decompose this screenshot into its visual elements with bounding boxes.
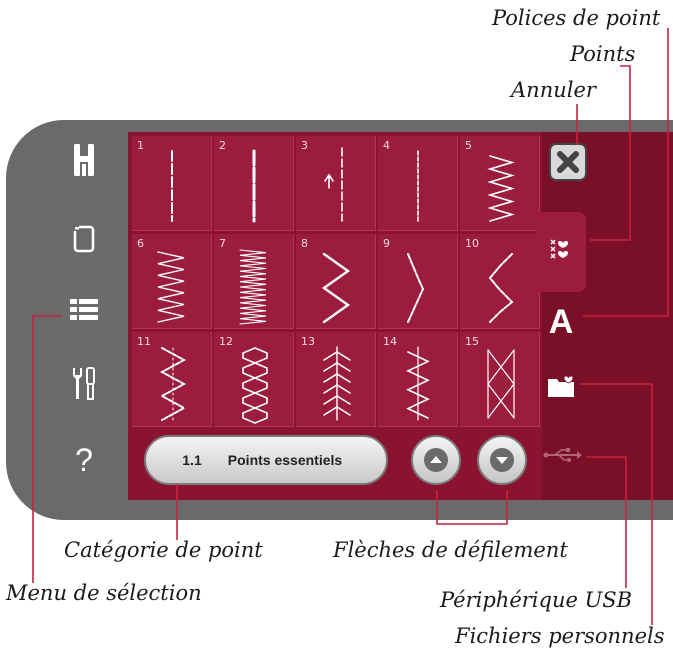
stitch-fonts-tab[interactable]: A: [541, 300, 581, 344]
usb-icon: [543, 448, 582, 462]
stitch-pattern-satin: [239, 249, 267, 325]
stitch-pattern-straight-arrow: [324, 147, 343, 222]
stitch-pattern-zigzag-multi: [157, 251, 185, 323]
stitches-tab[interactable]: [541, 228, 581, 272]
stitch-number: 1: [137, 139, 144, 152]
close-icon: [549, 143, 587, 181]
stitch-cell-6[interactable]: 6: [132, 234, 212, 329]
category-name: Points essentiels: [227, 451, 343, 468]
arrow-up-icon: [424, 448, 448, 472]
callout-fleches-de-defilement: Flèches de défilement: [333, 538, 568, 562]
stitch-pattern-double-straight: [252, 149, 256, 223]
stitch-cell-9[interactable]: 9: [378, 234, 458, 329]
stitch-number: 9: [383, 237, 390, 250]
selection-menu: ?: [40, 122, 128, 507]
stitch-category-button[interactable]: 1.1 Points essentiels: [144, 435, 388, 485]
stitch-number: 15: [465, 335, 479, 348]
usb-device-tab[interactable]: [541, 440, 585, 470]
stitch-pattern-overlock: [159, 347, 187, 421]
scroll-down-button[interactable]: [477, 435, 527, 485]
tools-icon: [73, 367, 95, 400]
stitch-cell-2[interactable]: 2: [214, 136, 294, 231]
window-icon: [73, 225, 95, 253]
callout-fichiers-personnels: Fichiers personnels: [455, 624, 665, 648]
callout-peripherique-usb: Périphérique USB: [440, 588, 633, 612]
stitch-pattern-honeycomb: [242, 347, 268, 424]
stitch-pattern-zigzag-3step-b: [488, 253, 514, 323]
personal-files-icon: [548, 375, 574, 397]
stitch-cell-11[interactable]: 11: [132, 332, 212, 427]
callout-points: Points: [570, 42, 636, 66]
stitch-pattern-zigzag-dense: [487, 155, 515, 222]
stitch-cell-1[interactable]: 1: [132, 136, 212, 231]
menu-list-icon: [70, 299, 98, 320]
stitch-menu-button[interactable]: [40, 290, 128, 330]
stitch-number: 11: [137, 335, 151, 348]
callout-categorie-de-point: Catégorie de point: [64, 538, 263, 562]
stitch-cell-15[interactable]: 15: [460, 332, 540, 427]
arrow-down-icon: [490, 448, 514, 472]
stitch-pattern-zigzag-wide: [321, 252, 351, 324]
stitch-pattern-zigzag-3step: [407, 253, 425, 323]
presser-foot-icon: [74, 144, 94, 176]
stitch-number: 12: [219, 335, 233, 348]
cancel-button[interactable]: [548, 142, 588, 182]
stitch-icon: [550, 239, 568, 259]
stitch-number: 13: [301, 335, 315, 348]
stitch-number: 2: [219, 139, 226, 152]
personal-files-tab[interactable]: [541, 366, 581, 406]
stitch-number: 5: [465, 139, 472, 152]
stitch-pattern-straight: [171, 150, 173, 222]
stitch-pattern-elastic: [406, 346, 430, 421]
tools-button[interactable]: [40, 364, 128, 404]
stitch-number: 8: [301, 237, 308, 250]
stitch-number: 14: [383, 335, 397, 348]
stitch-cell-12[interactable]: 12: [214, 332, 294, 427]
stitch-cell-8[interactable]: 8: [296, 234, 376, 329]
font-icon: A: [548, 302, 574, 341]
help-button[interactable]: ?: [40, 440, 128, 480]
stitch-number: 3: [301, 139, 308, 152]
stitch-pattern-feather: [323, 346, 351, 421]
help-icon: ?: [75, 441, 93, 478]
presser-foot-button[interactable]: [40, 140, 128, 180]
stitch-cell-3[interactable]: 3: [296, 136, 376, 231]
callout-annuler: Annuler: [511, 78, 596, 102]
stitch-cell-4[interactable]: 4: [378, 136, 458, 231]
stitch-pattern-dotted-straight: [417, 150, 419, 222]
callout-menu-de-selection: Menu de sélection: [6, 581, 202, 605]
stitch-number: 10: [465, 237, 479, 250]
stitch-cell-10[interactable]: 10: [460, 234, 540, 329]
stitch-cell-7[interactable]: 7: [214, 234, 294, 329]
stitch-number: 4: [383, 139, 390, 152]
stitch-number: 7: [219, 237, 226, 250]
stitch-cell-14[interactable]: 14: [378, 332, 458, 427]
callout-polices-de-point: Polices de point: [492, 6, 661, 30]
stitch-cell-13[interactable]: 13: [296, 332, 376, 427]
stitch-cell-5[interactable]: 5: [460, 136, 540, 231]
stitch-pattern-cross: [487, 349, 515, 419]
category-number: 1.1: [182, 452, 202, 468]
scroll-up-button[interactable]: [411, 435, 461, 485]
stitch-number: 6: [137, 237, 144, 250]
window-button[interactable]: [40, 218, 128, 258]
